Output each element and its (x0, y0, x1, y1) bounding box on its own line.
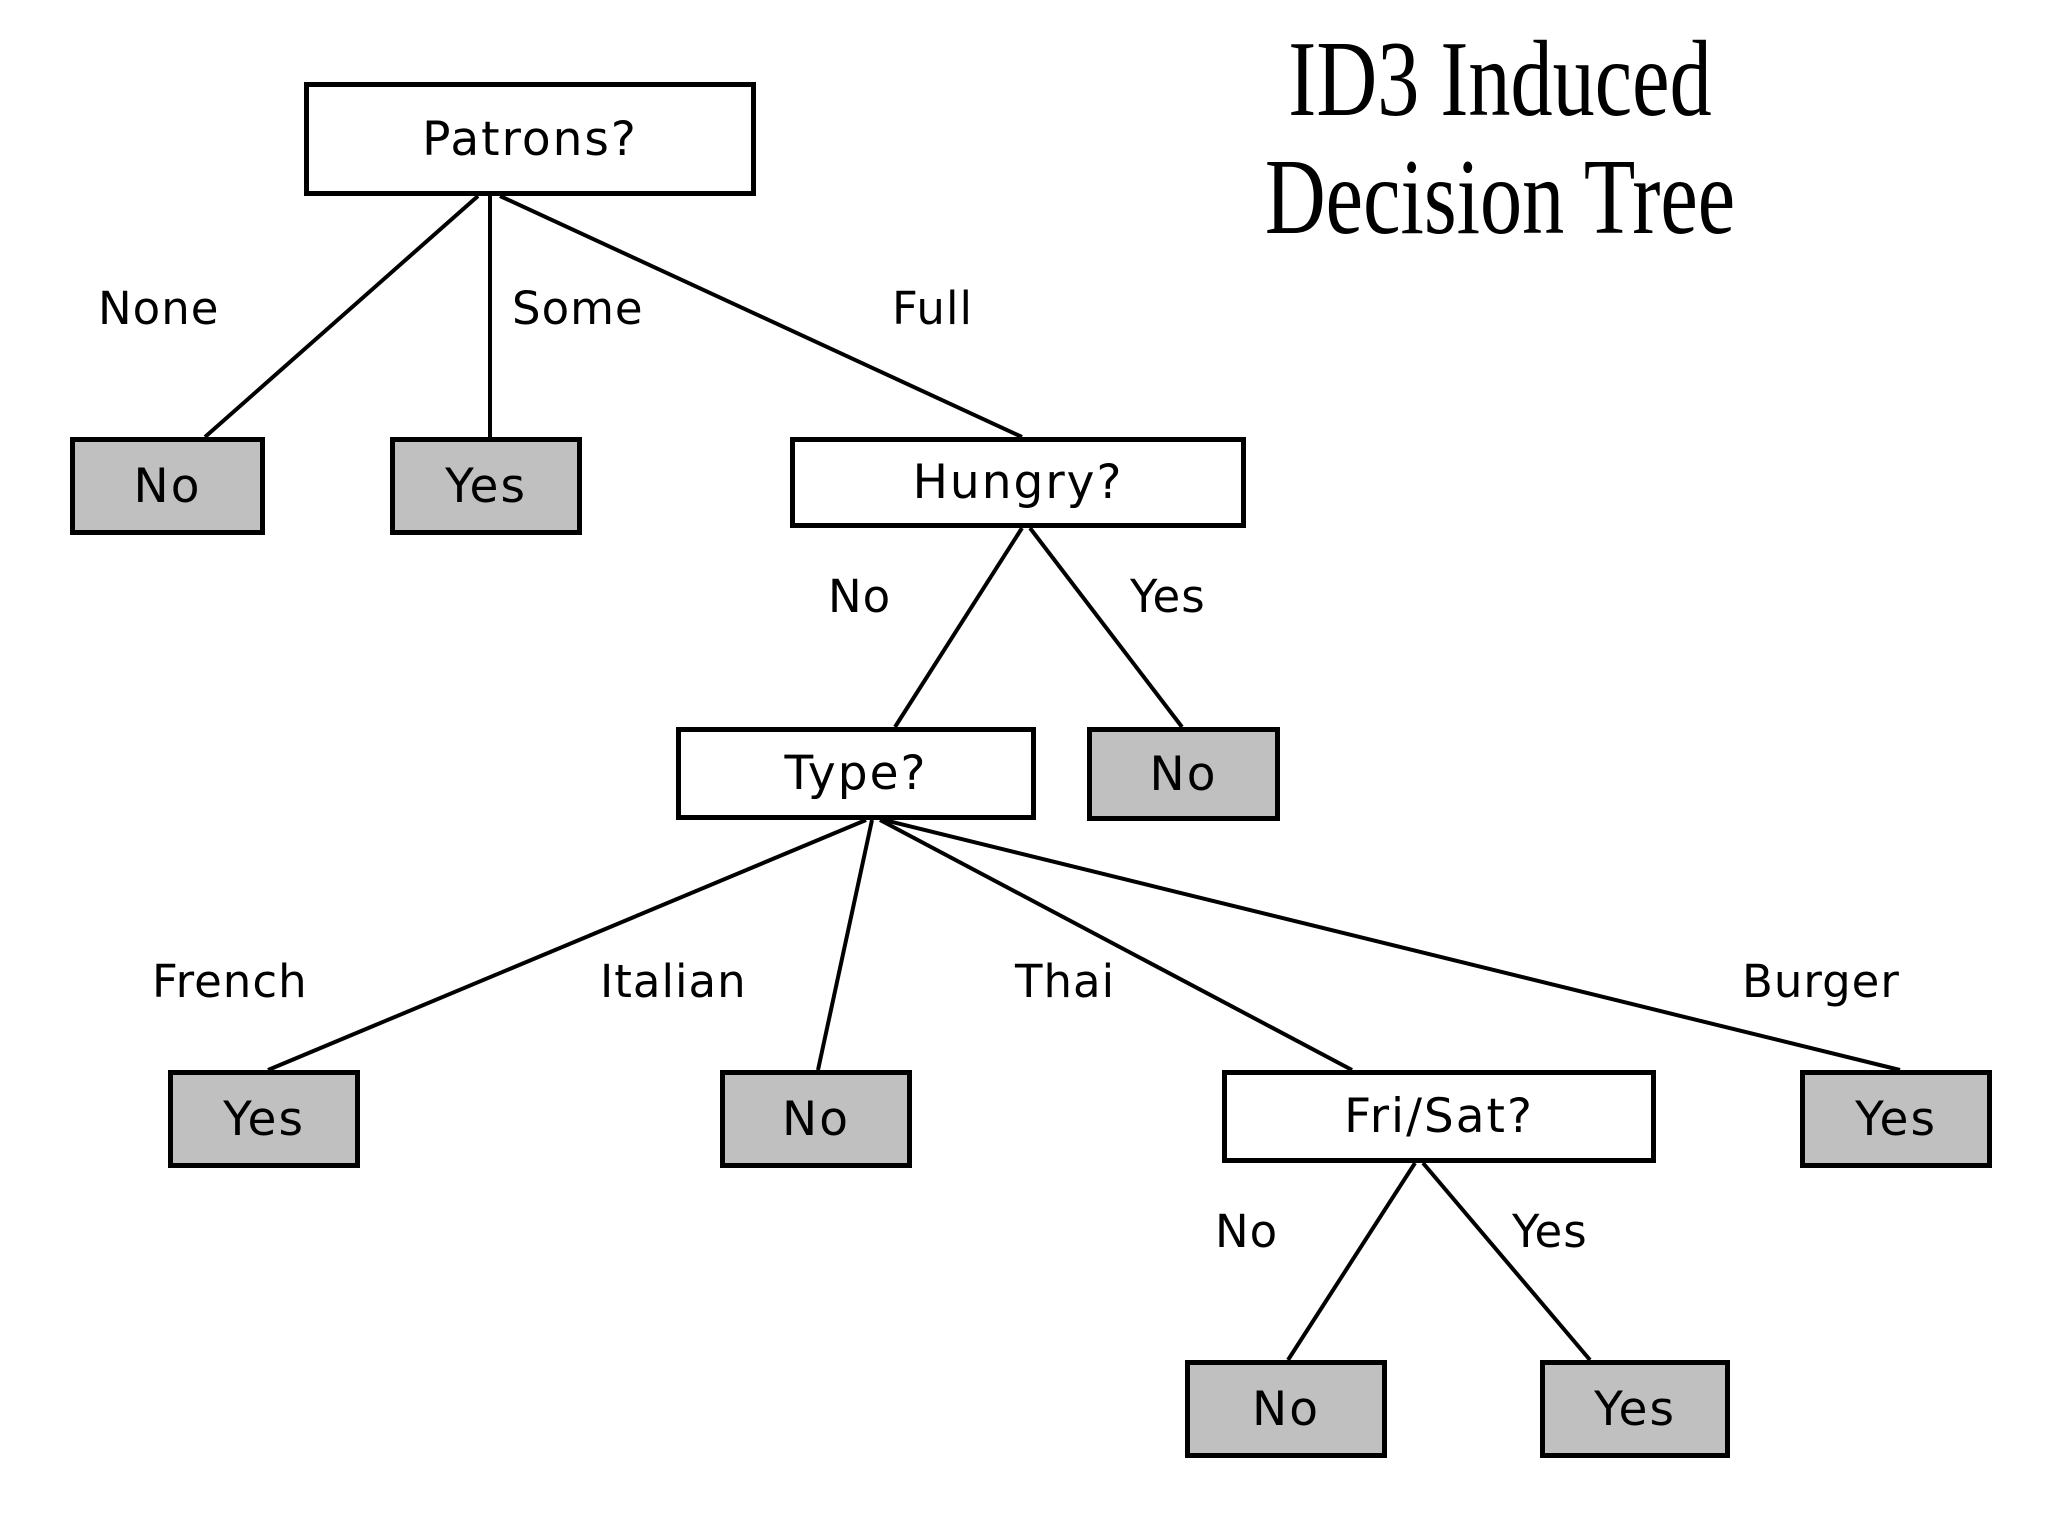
edge-label-hungry-no: No (828, 570, 892, 623)
edge-hungry-no (893, 526, 1024, 729)
node-type-burger-leaf[interactable]: Yes (1800, 1070, 1992, 1168)
node-hungry[interactable]: Hungry? (790, 437, 1246, 528)
node-patrons[interactable]: Patrons? (304, 82, 756, 196)
edge-type-burger (883, 818, 1901, 1072)
edge-label-type-burger: Burger (1742, 955, 1900, 1008)
edge-label-type-italian: Italian (600, 955, 747, 1008)
node-patrons-some-leaf[interactable]: Yes (390, 437, 582, 535)
node-type-french-leaf[interactable]: Yes (168, 1070, 360, 1168)
node-type-italian-leaf[interactable]: No (720, 1070, 912, 1168)
edge-label-patrons-none: None (98, 282, 220, 335)
edge-frisat-no (1286, 1161, 1417, 1362)
edge-label-frisat-yes: Yes (1512, 1205, 1588, 1258)
page-title-line-1: ID3 Induced (1288, 20, 1712, 139)
edge-type-french (267, 818, 867, 1072)
node-patrons-none-leaf[interactable]: No (70, 437, 265, 535)
edge-label-frisat-no: No (1215, 1205, 1279, 1258)
edge-type-thai (879, 818, 1353, 1072)
edge-patrons-none (203, 194, 480, 439)
edge-type-italian (816, 819, 874, 1071)
edge-label-hungry-yes: Yes (1130, 570, 1206, 623)
node-frisat-no-leaf[interactable]: No (1185, 1360, 1387, 1458)
edge-label-type-thai: Thai (1015, 955, 1116, 1008)
node-hungry-yes-leaf[interactable]: No (1087, 727, 1280, 821)
node-frisat[interactable]: Fri/Sat? (1222, 1070, 1656, 1163)
edge-label-type-french: French (152, 955, 308, 1008)
node-type[interactable]: Type? (676, 727, 1036, 820)
edge-label-patrons-full: Full (892, 282, 973, 335)
edge-label-patrons-some: Some (512, 282, 644, 335)
edge-frisat-yes (1421, 1161, 1592, 1362)
edge-hungry-yes (1028, 526, 1184, 729)
node-frisat-yes-leaf[interactable]: Yes (1540, 1360, 1730, 1458)
page-title-line-2: Decision Tree (1264, 138, 1736, 257)
